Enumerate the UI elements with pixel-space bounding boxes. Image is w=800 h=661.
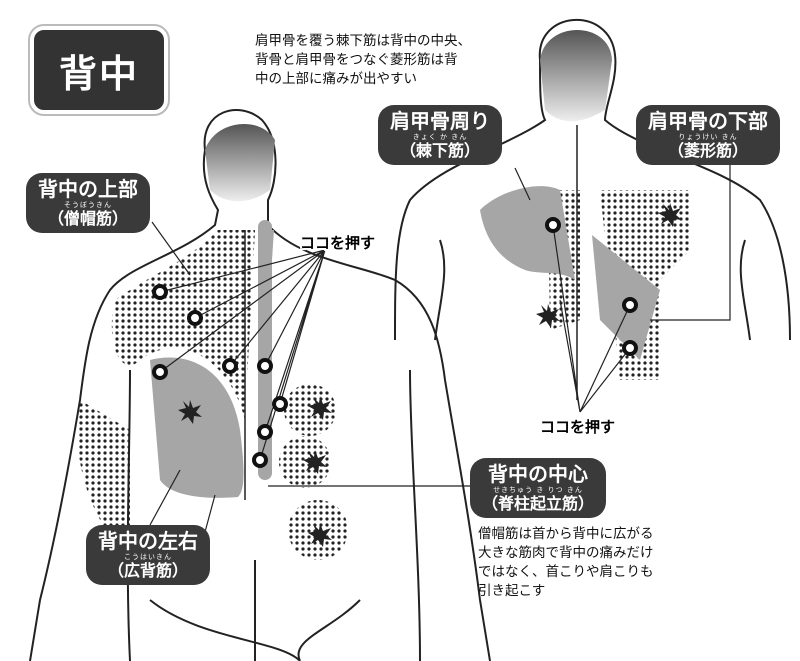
note-line: 大きな筋肉で背中の痛みだけ [478, 545, 654, 561]
pain-stars [178, 203, 682, 547]
leader-lines [149, 160, 731, 533]
pain-star-icon [308, 523, 332, 547]
label-ruby: そうぼうきん [64, 201, 112, 209]
label-muscle: （菱形筋） [667, 141, 748, 160]
pressure-point [252, 452, 268, 468]
label-title: 肩甲骨の下部 [648, 109, 768, 133]
press-here-label-right: ココを押す [540, 418, 616, 436]
pain-star-icon [303, 450, 327, 474]
top-note: 肩甲骨を覆う棘下筋は背中の中央、 背骨と肩甲骨をつなぐ菱形筋は背 中の上部に痛み… [255, 32, 471, 89]
label-title: 背中の中心 [488, 462, 588, 486]
note-line: 背骨と肩甲骨をつなぐ菱形筋は背 [255, 52, 458, 68]
label-center-back: 背中の中心 せきちゅう き りつ きん （脊柱起立筋） [470, 458, 607, 518]
note-line: 引き起こす [478, 583, 546, 599]
rhomboid-area [592, 235, 660, 360]
bottom-note: 僧帽筋は首から背中に広がる 大きな筋肉で背中の痛みだけ ではなく、首こりや肩こり… [478, 525, 654, 601]
label-muscle: （広背筋） [107, 561, 188, 580]
note-line: 肩甲骨を覆う棘下筋は背中の中央、 [255, 33, 471, 49]
pain-star-icon [308, 396, 332, 420]
right-muscles [480, 186, 660, 360]
left-muscles [150, 220, 274, 498]
press-here-label-left: ココを押す [300, 234, 376, 252]
label-muscle: （僧帽筋） [47, 209, 128, 228]
note-line: 僧帽筋は首から背中に広がる [478, 526, 654, 542]
label-title: 肩甲骨周り [390, 109, 490, 133]
latissimus-area [150, 357, 244, 498]
label-below-scapula: 肩甲骨の下部 りょうけい きん （菱形筋） [636, 105, 780, 165]
label-left-right-back: 背中の左右 こうはいきん （広背筋） [86, 525, 210, 585]
pressure-point [257, 424, 273, 440]
right-figure [394, 19, 791, 341]
note-line: ではなく、首こりや肩こりも [478, 564, 654, 580]
page-title: 背中 [28, 24, 170, 116]
label-ruby: こうはいきん [124, 553, 172, 561]
pressure-point [545, 217, 561, 233]
pressure-point [152, 284, 168, 300]
label-title: 背中の上部 [38, 177, 138, 201]
label-upper-back: 背中の上部 そうぼうきん （僧帽筋） [26, 173, 150, 233]
pain-star-icon [178, 400, 202, 424]
pressure-point [152, 364, 168, 380]
pressure-point [622, 297, 638, 313]
label-muscle: （棘下筋） [399, 141, 480, 160]
label-ruby: せきちゅう き りつ きん [493, 486, 583, 494]
pressure-point [187, 310, 203, 326]
erector-spinae-area [258, 220, 272, 480]
label-ruby: りょうけい きん [678, 133, 738, 141]
pressure-point [272, 396, 288, 412]
label-title: 背中の左右 [98, 529, 198, 553]
label-ruby: きょく か きん [412, 133, 468, 141]
label-around-scapula: 肩甲骨周り きょく か きん （棘下筋） [378, 105, 502, 165]
note-line: 中の上部に痛みが出やすい [255, 71, 417, 87]
pressure-points [152, 217, 638, 468]
label-muscle: （脊柱起立筋） [482, 494, 595, 513]
pain-star-icon [536, 304, 560, 328]
pain-star-icon [658, 203, 682, 227]
pressure-point [622, 340, 638, 356]
pressure-point [257, 358, 273, 374]
infraspinatus-area [480, 186, 575, 280]
pressure-point [222, 358, 238, 374]
